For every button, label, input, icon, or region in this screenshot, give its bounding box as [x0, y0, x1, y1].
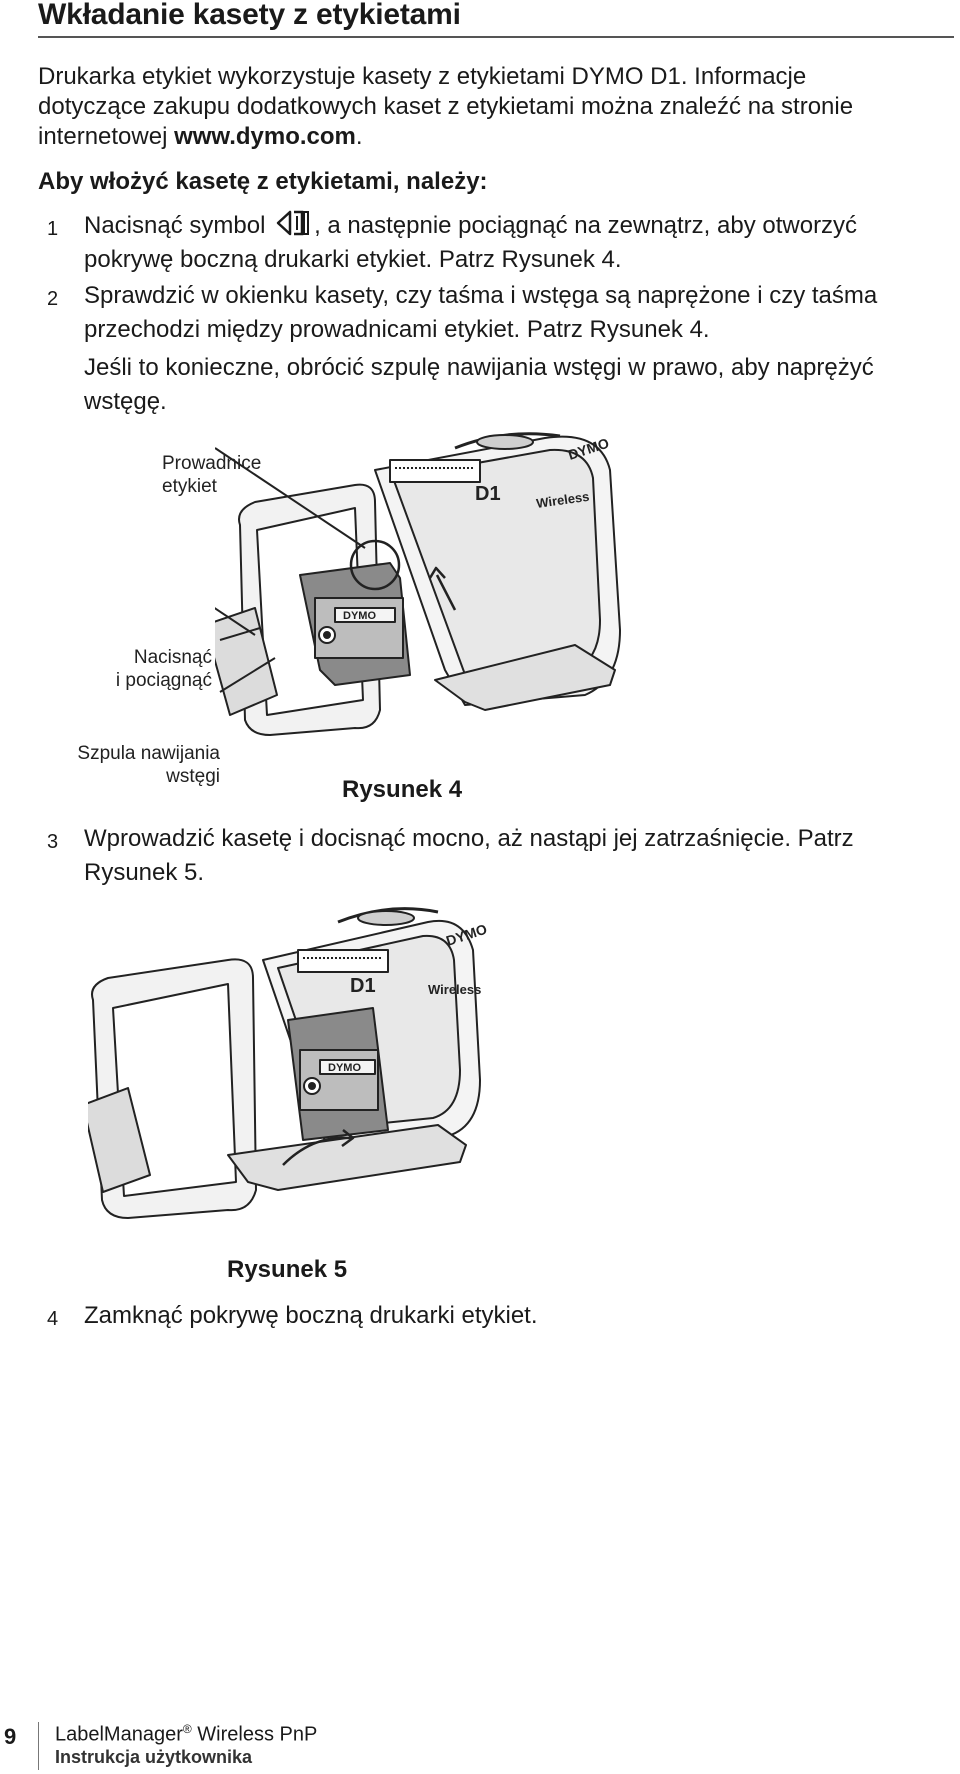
- figure-4-caption: Rysunek 4: [342, 776, 463, 803]
- figure-4-illustration: Wireless D1 DYMO DYMO: [215, 432, 621, 736]
- device-wireless-text: Wireless: [428, 982, 481, 997]
- step-1-after: , a następnie pociągnąć na zewnątrz, aby…: [84, 212, 858, 273]
- step-4-text: Zamknąć pokrywę boczną drukarki etykiet.: [84, 1302, 538, 1329]
- intro-text: Drukarka etykiet wykorzystuje kasety z e…: [38, 63, 854, 150]
- callout-spool-line2: wstęgi: [166, 766, 220, 787]
- device-cassette-text: D1: [350, 975, 376, 997]
- step-1-text: Nacisnąć symbol , a następnie pociągnąć …: [84, 209, 934, 277]
- callout-guides-line1: Prowadnice: [162, 453, 262, 474]
- callout-label-spool: Szpula nawijania wstęgi: [60, 742, 220, 788]
- cassette-brand-text: DYMO: [343, 610, 376, 622]
- callout-push-line1: Nacisnąć: [133, 647, 212, 668]
- dymo-url-link[interactable]: www.dymo.com: [174, 123, 356, 150]
- figure-5-illustration: Wireless D1 DYMO DYMO: [88, 907, 489, 1219]
- step-number: 2: [47, 288, 59, 310]
- step-3-text: Wprowadzić kasetę i docisnąć mocno, aż n…: [84, 825, 854, 886]
- footer-product-name: LabelManager: [55, 1723, 183, 1746]
- page-number: 9: [4, 1724, 17, 1749]
- callout-label-guides: Prowadnice etykiet: [162, 452, 261, 498]
- step-1-before: Nacisnąć symbol: [84, 212, 266, 239]
- footer-product-rest: Wireless PnP: [191, 1723, 318, 1746]
- step-number: 1: [47, 218, 59, 240]
- footer-doc-title: Instrukcja użytkownika: [55, 1747, 253, 1767]
- callout-label-push: Nacisnąć i pociągnąć: [100, 646, 212, 692]
- intro-paragraph: Drukarka etykiet wykorzystuje kasety z e…: [38, 62, 918, 152]
- subheading: Aby włożyć kasetę z etykietami, należy:: [38, 168, 488, 195]
- step-2-text: Sprawdzić w okienku kasety, czy taśma i …: [84, 282, 878, 343]
- cassette-brand-text: DYMO: [328, 1062, 361, 1074]
- step-number: 4: [47, 1308, 59, 1330]
- callout-push-line2: i pociągnąć: [115, 670, 212, 691]
- callout-guides-line2: etykiet: [162, 476, 217, 497]
- footer-product: LabelManager® Wireless PnP: [55, 1722, 317, 1747]
- device-cassette-text: D1: [475, 483, 501, 505]
- open-cover-symbol-icon: [276, 210, 310, 236]
- step-2-note: Jeśli to konieczne, obrócić szpulę nawij…: [84, 354, 874, 415]
- heading-rule: [38, 36, 954, 38]
- device-wireless-text: Wireless: [535, 489, 590, 511]
- figure-5-caption: Rysunek 5: [227, 1256, 348, 1283]
- callout-spool-line1: Szpula nawijania: [77, 743, 220, 764]
- page-heading: Wkładanie kasety z etykietami: [38, 0, 461, 31]
- step-number: 3: [47, 831, 59, 853]
- footer-registered-mark: ®: [182, 1722, 192, 1736]
- intro-end: .: [355, 123, 363, 150]
- footer-divider: [38, 1722, 39, 1770]
